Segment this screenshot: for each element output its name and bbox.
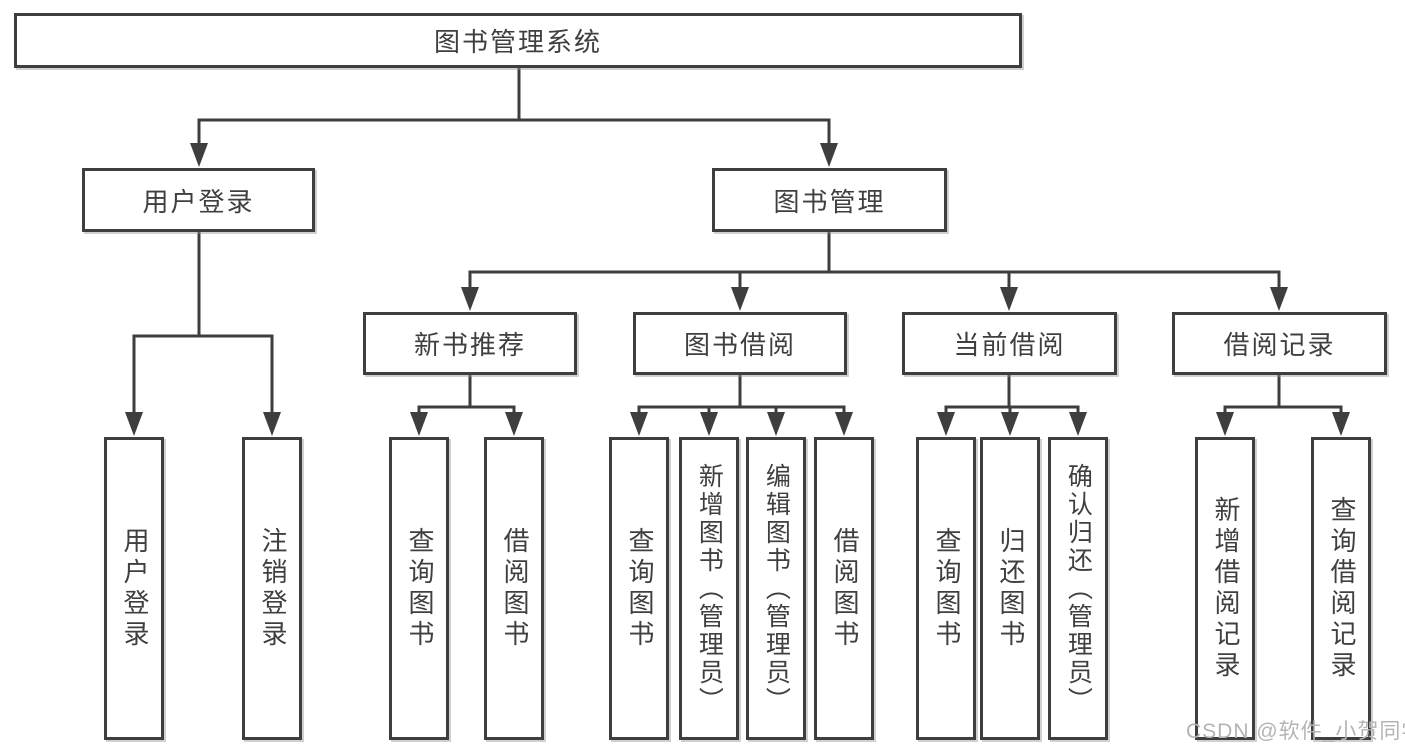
node-leaf-query-book-borrow-label: 查询图书: [624, 526, 655, 651]
node-leaf-return-book-label: 归还图书: [995, 526, 1026, 651]
node-leaf-confirm-return: 确认归还（管理员）: [1048, 437, 1108, 740]
arrowhead: [505, 412, 523, 436]
node-root-system-label: 图书管理系统: [433, 27, 602, 57]
node-leaf-return-book: 归还图书: [980, 437, 1040, 740]
node-leaf-query-book-current-label: 查询图书: [931, 526, 962, 651]
connector-user-login-children: [125, 232, 281, 436]
node-borrow-records: 借阅记录: [1172, 312, 1387, 375]
node-new-book-rec-label: 新书推荐: [413, 330, 526, 360]
node-leaf-confirm-return-label: 确认归还（管理员）: [1064, 462, 1093, 715]
node-leaf-borrow-book-rec-label: 借阅图书: [499, 526, 530, 651]
node-leaf-add-borrow-record-label: 新增借阅记录: [1210, 495, 1241, 682]
node-leaf-user-login: 用户登录: [104, 437, 164, 740]
connector-book-mgmt-children: [461, 232, 1288, 311]
arrowhead: [1332, 412, 1350, 436]
node-user-login: 用户登录: [82, 168, 315, 232]
node-leaf-query-book-rec: 查询图书: [389, 437, 449, 740]
arrowhead: [820, 143, 838, 167]
node-leaf-add-borrow-record: 新增借阅记录: [1195, 437, 1255, 740]
node-leaf-query-book-rec-label: 查询图书: [404, 526, 435, 651]
connector-new-book-rec-children: [410, 375, 523, 436]
node-leaf-query-borrow-record-label: 查询借阅记录: [1326, 495, 1357, 682]
arrowhead: [937, 412, 955, 436]
node-new-book-rec: 新书推荐: [363, 312, 577, 375]
arrowhead: [410, 412, 428, 436]
node-leaf-query-book-current: 查询图书: [916, 437, 976, 740]
node-leaf-logout: 注销登录: [242, 437, 302, 740]
node-book-borrow: 图书借阅: [633, 312, 847, 375]
node-user-login-label: 用户登录: [142, 186, 255, 217]
node-leaf-borrow-book-rec: 借阅图书: [484, 437, 544, 740]
node-leaf-query-borrow-record: 查询借阅记录: [1311, 437, 1371, 740]
arrowhead: [630, 412, 648, 436]
node-root-system: 图书管理系统: [14, 13, 1022, 68]
connector-borrow-records-children: [1216, 375, 1350, 436]
watermark: CSDN @软件_小贺同学: [1186, 720, 1405, 743]
arrowhead: [190, 143, 208, 167]
arrowhead: [767, 412, 785, 436]
node-leaf-edit-book: 编辑图书（管理员）: [746, 437, 806, 740]
node-book-mgmt-label: 图书管理: [773, 186, 886, 217]
arrowhead: [1216, 412, 1234, 436]
node-book-borrow-label: 图书借阅: [683, 330, 796, 360]
connector-current-borrow-children: [937, 375, 1087, 436]
node-leaf-add-book-label: 新增图书（管理员）: [695, 462, 724, 715]
arrowhead: [1001, 412, 1019, 436]
arrowhead: [461, 287, 479, 311]
connector-root-to-children: [190, 68, 838, 167]
arrowhead: [700, 412, 718, 436]
arrowhead: [731, 287, 749, 311]
arrowhead: [1270, 287, 1288, 311]
node-current-borrow-label: 当前借阅: [953, 330, 1066, 360]
node-borrow-records-label: 借阅记录: [1223, 330, 1336, 360]
node-leaf-borrow-book-borrow-label: 借阅图书: [829, 526, 860, 651]
node-current-borrow: 当前借阅: [902, 312, 1117, 375]
node-leaf-borrow-book-borrow: 借阅图书: [814, 437, 874, 740]
connector-book-borrow-children: [630, 375, 853, 436]
node-leaf-logout-label: 注销登录: [257, 526, 288, 651]
node-leaf-user-login-label: 用户登录: [119, 526, 150, 651]
arrowhead: [125, 412, 143, 436]
node-leaf-add-book: 新增图书（管理员）: [679, 437, 739, 740]
arrowhead: [1069, 412, 1087, 436]
node-leaf-edit-book-label: 编辑图书（管理员）: [762, 462, 791, 715]
node-leaf-query-book-borrow: 查询图书: [609, 437, 669, 740]
arrowhead: [1000, 287, 1018, 311]
node-book-mgmt: 图书管理: [712, 168, 947, 232]
arrowhead: [835, 412, 853, 436]
arrowhead: [263, 412, 281, 436]
